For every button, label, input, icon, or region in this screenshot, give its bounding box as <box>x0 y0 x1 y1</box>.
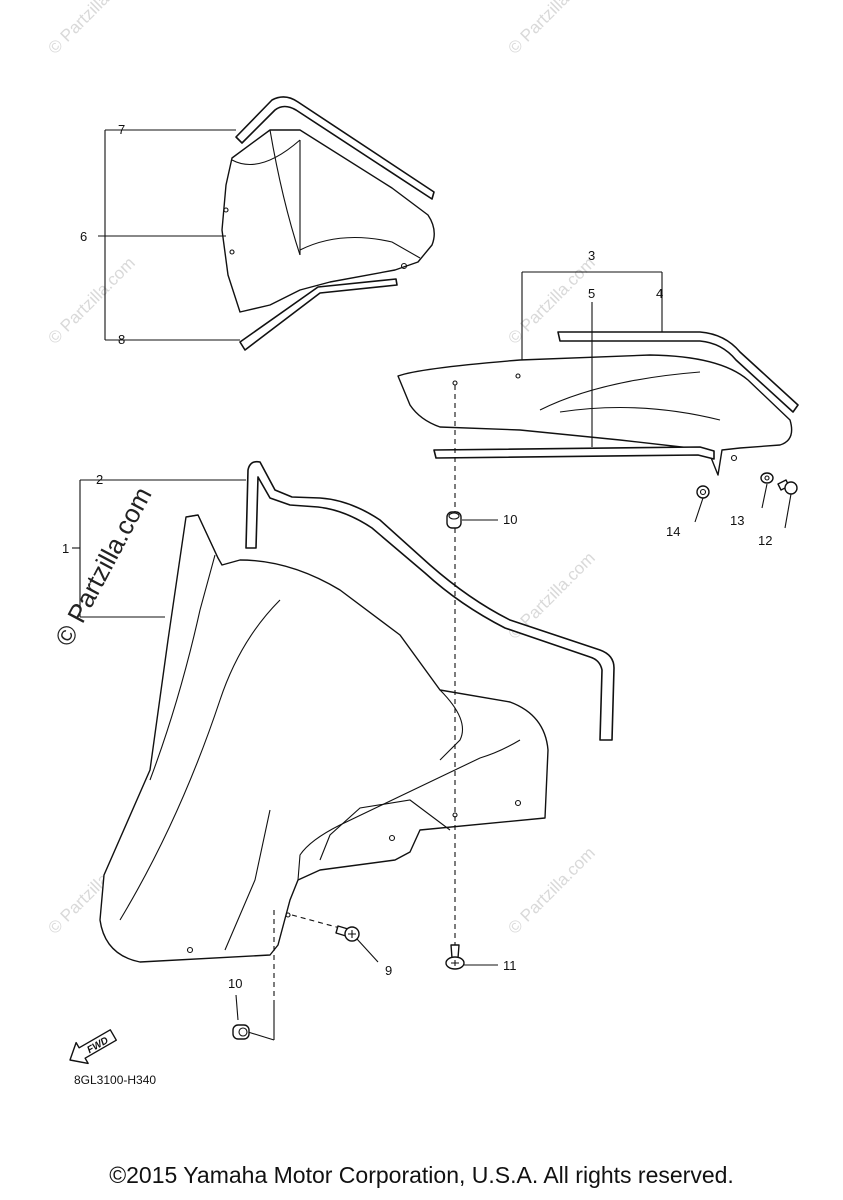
washer-13 <box>760 472 774 484</box>
seal-strip-4 <box>557 331 799 413</box>
watermark: © Partzilla.com <box>504 0 598 58</box>
screw-11 <box>445 944 465 970</box>
center-fastener-line: 10 11 <box>445 385 517 973</box>
grommet-10-upper <box>446 511 462 529</box>
callout-12: 12 <box>758 533 772 548</box>
upper-right-cover <box>397 331 799 476</box>
seal-strip-7 <box>235 96 435 200</box>
hardware-12-13-14: 14 13 12 <box>666 472 798 548</box>
fwd-label: FWD <box>85 1035 110 1056</box>
callout-9: 9 <box>385 963 392 978</box>
grommet-10-lower: 10 <box>228 910 275 1041</box>
watermark: © Partzilla.com <box>44 0 138 58</box>
callout-4: 4 <box>656 286 663 301</box>
copyright-text: ©2015 Yamaha Motor Corporation, U.S.A. A… <box>109 1162 734 1188</box>
screw-12 <box>777 479 798 495</box>
callout-10-upper: 10 <box>503 512 517 527</box>
nut-14 <box>696 485 710 499</box>
callout-11: 11 <box>503 958 517 973</box>
callout-13: 13 <box>730 513 744 528</box>
callout-1: 1 <box>62 541 69 556</box>
main-watermark: © Partzilla.com <box>49 482 158 651</box>
cover-6 <box>221 129 435 313</box>
fwd-arrow: FWD <box>69 1029 118 1065</box>
leader-group-1-2: 2 1 <box>62 472 246 618</box>
callout-7: 7 <box>118 122 125 137</box>
windshield-1 <box>99 514 549 963</box>
callout-10-lower: 10 <box>228 976 242 991</box>
cover-3 <box>397 354 793 476</box>
callout-3: 3 <box>588 248 595 263</box>
seal-strip-2 <box>245 460 615 741</box>
callout-14: 14 <box>666 524 680 539</box>
callout-5: 5 <box>588 286 595 301</box>
watermark: © Partzilla.com <box>504 843 598 937</box>
leader-group-3-4-5: 3 5 4 <box>521 248 663 447</box>
seal-strip-8 <box>239 278 398 351</box>
seal-strip-5 <box>433 446 715 460</box>
upper-left-cover <box>221 96 435 351</box>
callout-6: 6 <box>80 229 87 244</box>
diagram-code: 8GL3100-H340 <box>74 1073 156 1087</box>
leader-group-6-7-8: 7 6 8 <box>80 122 240 347</box>
callout-8: 8 <box>118 332 125 347</box>
screw-9: 9 <box>291 914 392 978</box>
callout-2: 2 <box>96 472 103 487</box>
